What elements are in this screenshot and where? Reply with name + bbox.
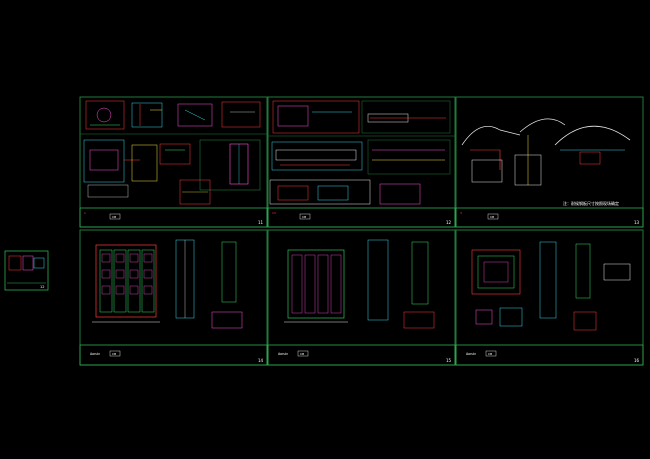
sheet-e-project: Aoruin — [278, 352, 288, 356]
sheet-f-logo: CB — [488, 352, 492, 356]
sheet-a-logo: CB — [112, 215, 116, 219]
sheet-d-no: 14 — [258, 358, 264, 363]
sheet-b-ref: 13 — [272, 211, 276, 215]
thumbnail-sheet[interactable]: 12 — [4, 250, 49, 291]
sheet-e-no: 15 — [446, 358, 452, 363]
sheet-b-no: 12 — [446, 220, 452, 225]
sheet-b-logo: CB — [302, 215, 306, 219]
sheet-f-project: Aoruin — [466, 352, 476, 356]
sheet-b[interactable]: 13 CB 12 — [267, 96, 456, 228]
sheet-c-logo: CB — [490, 215, 494, 219]
sheet-c[interactable]: 注：耐候钢板尺寸按照现场确定 3 CB 13 — [455, 96, 644, 228]
sheet-f[interactable]: Aoruin CB 16 — [455, 229, 644, 366]
sheet-c-note: 注：耐候钢板尺寸按照现场确定 — [563, 200, 619, 206]
sheet-e[interactable]: Aoruin CB 15 — [267, 229, 456, 366]
sheet-d-project: Aoruin — [90, 352, 100, 356]
sheet-e-logo: CB — [300, 352, 304, 356]
sheet-d[interactable]: Aoruin CB 14 — [79, 229, 268, 366]
sheet-a[interactable]: 1 CB 11 — [79, 96, 268, 228]
sheet-a-ref: 1 — [84, 211, 86, 215]
sheet-f-no: 16 — [634, 358, 640, 363]
sheet-c-no: 13 — [634, 220, 640, 225]
sheet-c-ref: 3 — [460, 211, 462, 215]
sheet-d-logo: CB — [112, 352, 116, 356]
thumbnail-sheet-no: 12 — [40, 285, 44, 289]
sheet-a-no: 11 — [258, 220, 264, 225]
